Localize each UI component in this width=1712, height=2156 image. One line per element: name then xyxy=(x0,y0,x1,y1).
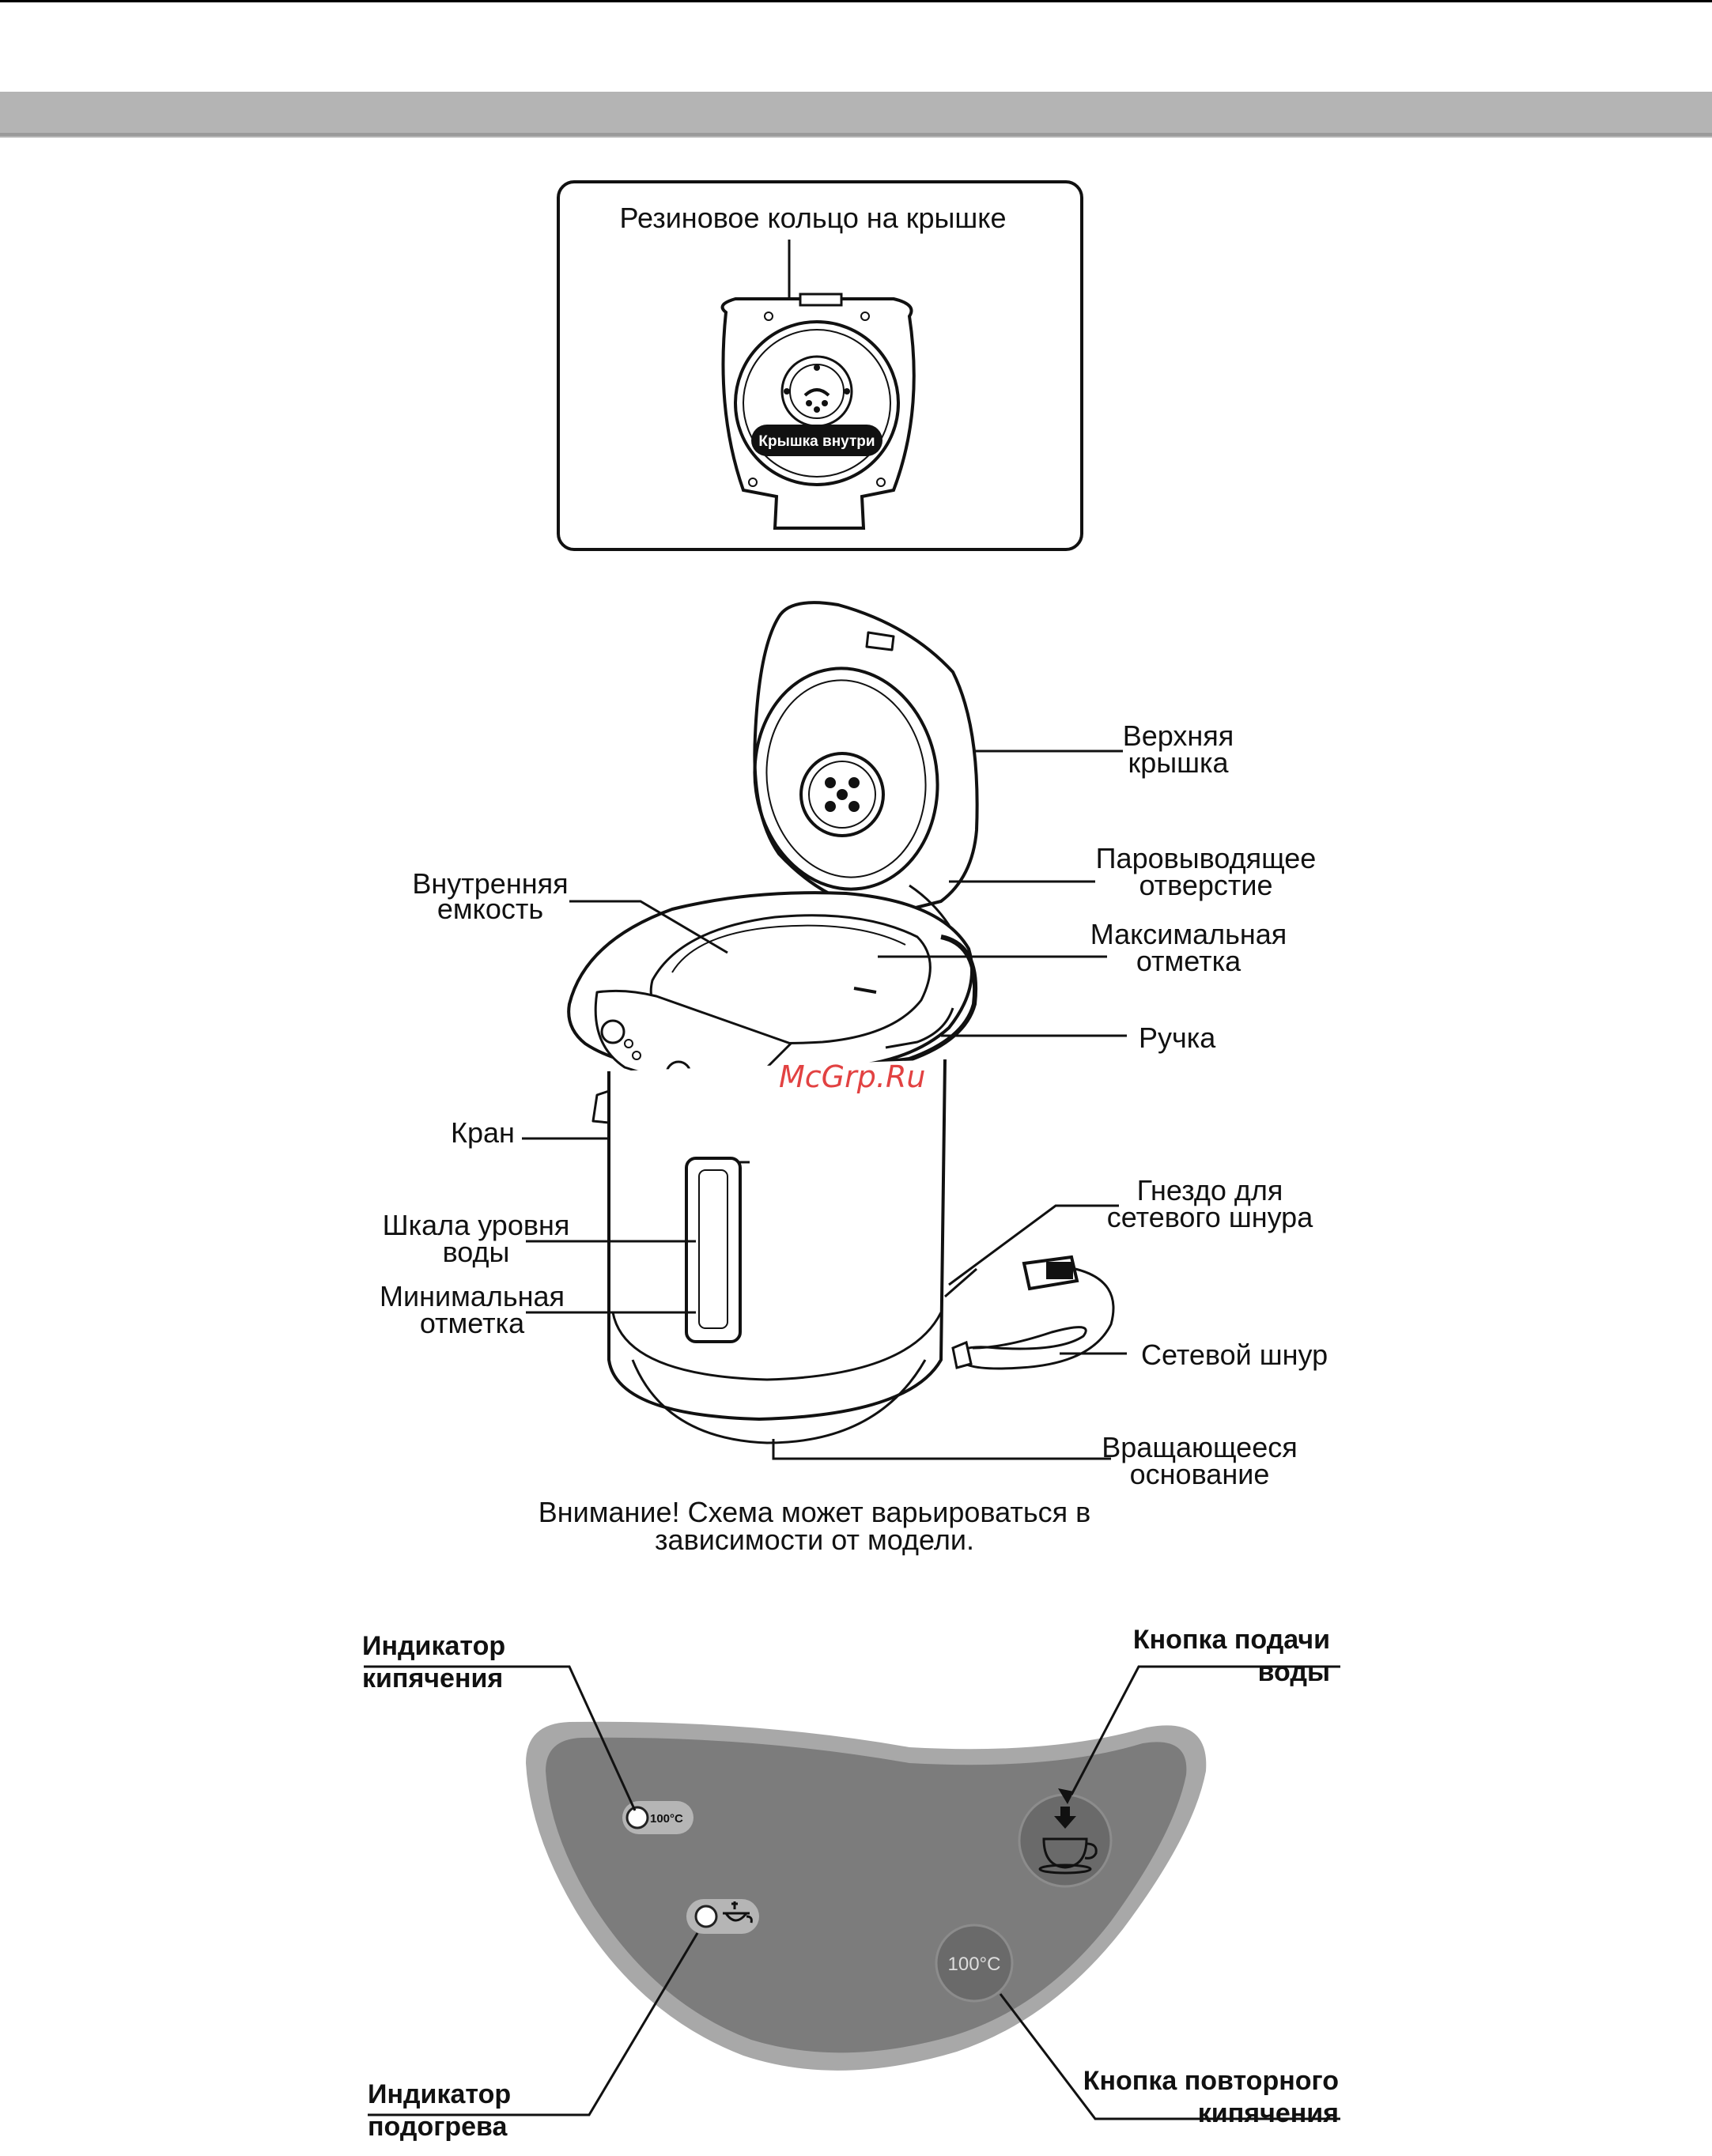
lid-inside-label: Крышка внутри xyxy=(758,433,875,450)
label-reboil-button-1: Кнопка повторного xyxy=(1083,2066,1339,2096)
label-tap: Кран xyxy=(451,1116,515,1149)
warm-indicator xyxy=(686,1899,759,1934)
label-boil-indicator-2: кипячения xyxy=(362,1663,503,1693)
arrow-down-icon xyxy=(1054,1807,1076,1829)
kettle-illustration xyxy=(567,601,979,1444)
label-water-button-1: Кнопка подачи xyxy=(1133,1625,1330,1655)
header-band-shadow xyxy=(0,133,1712,136)
control-panel xyxy=(526,1721,1207,2071)
label-min-mark-2: отметка xyxy=(420,1307,525,1339)
label-water-scale-2: воды xyxy=(443,1236,510,1268)
cup-icon xyxy=(1038,1837,1098,1875)
label-warm-indicator-2: подогрева xyxy=(368,2112,508,2142)
label-water-button-2: воды xyxy=(1258,1657,1330,1687)
label-max-mark-1: Максимальная xyxy=(1090,918,1287,950)
label-cord-socket-1: Гнездо для xyxy=(1137,1174,1283,1206)
label-top-lid-1: Верхняя xyxy=(1123,719,1234,752)
water-dispense-button[interactable] xyxy=(1018,1793,1113,1888)
label-rotating-base-2: основание xyxy=(1130,1458,1270,1490)
panel-leader-lines xyxy=(364,1665,1340,2120)
reboil-button[interactable]: 100°C xyxy=(935,1924,1014,2003)
power-cord-illustration xyxy=(951,1255,1115,1370)
boil-indicator: 100°C xyxy=(622,1801,693,1834)
boil-indicator-text: 100°C xyxy=(650,1812,683,1826)
reboil-button-text: 100°C xyxy=(948,1954,1001,1975)
label-max-mark-2: отметка xyxy=(1136,945,1241,977)
label-handle: Ручка xyxy=(1139,1021,1216,1054)
note-line-1: Внимание! Схема может варьироваться в xyxy=(539,1496,1090,1528)
label-rotating-base-1: Вращающееся xyxy=(1102,1431,1297,1463)
lid-inset: Резиновое кольцо на крышке Крышка внутри xyxy=(557,180,1083,551)
label-warm-indicator-1: Индикатор xyxy=(368,2079,511,2109)
label-inner-container-1: Внутренняя xyxy=(412,867,568,900)
indicator-lamp-icon xyxy=(694,1905,718,1928)
indicator-lamp-icon xyxy=(625,1806,649,1829)
lid-inset-title: Резиновое кольцо на крышке xyxy=(620,202,1007,234)
note-line-2: зависимости от модели. xyxy=(655,1524,974,1556)
label-steam-vent-1: Паровыводящее xyxy=(1096,842,1317,874)
header-band xyxy=(0,92,1712,138)
label-power-cord: Сетевой шнур xyxy=(1141,1339,1328,1371)
label-boil-indicator-1: Индикатор xyxy=(362,1631,505,1661)
label-steam-vent-2: отверстие xyxy=(1139,869,1272,901)
label-top-lid-2: крышка xyxy=(1128,746,1229,779)
watermark: McGrp.Ru xyxy=(779,1059,925,1094)
label-water-scale-1: Шкала уровня xyxy=(383,1209,570,1241)
top-rule xyxy=(0,0,1712,2)
leader-lines xyxy=(522,750,1127,1460)
label-inner-container-2: емкость xyxy=(437,893,543,925)
label-cord-socket-2: сетевого шнура xyxy=(1107,1201,1313,1233)
label-min-mark-1: Минимальная xyxy=(380,1280,565,1312)
kettle-small-icon xyxy=(723,1901,753,1924)
label-reboil-button-2: кипячения xyxy=(1198,2098,1339,2128)
